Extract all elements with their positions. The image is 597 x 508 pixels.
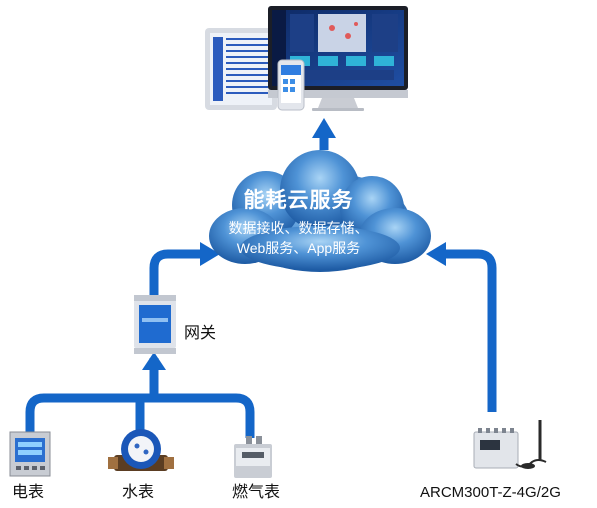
gateway-icon <box>134 295 176 354</box>
gas-meter-label: 燃气表 <box>232 484 281 501</box>
arrows <box>25 136 497 438</box>
water-meter-icon <box>108 429 174 471</box>
cloud-service <box>209 150 431 272</box>
cloud-subtitle-line1: 数据接收、数据存储、 <box>228 220 369 236</box>
gateway-to-cloud-arrow <box>149 249 202 297</box>
water-meter-label: 水表 <box>122 484 155 501</box>
cloud-subtitle-line2: Web服务、App服务 <box>236 240 361 256</box>
gateway-label: 网关 <box>184 325 217 342</box>
device-to-cloud-arrow <box>444 249 497 412</box>
arrow-heads <box>142 118 446 370</box>
electric-meter-label: 电表 <box>12 484 45 501</box>
device-label: ARCM300T-Z-4G/2G <box>420 484 561 501</box>
gas-meter-icon <box>234 436 272 478</box>
cloud-title: 能耗云服务 <box>243 189 354 212</box>
arcm-device-icon <box>473 420 547 469</box>
phone-icon <box>277 59 305 111</box>
electric-meter-icon <box>9 431 51 477</box>
tablet-icon <box>205 28 277 110</box>
